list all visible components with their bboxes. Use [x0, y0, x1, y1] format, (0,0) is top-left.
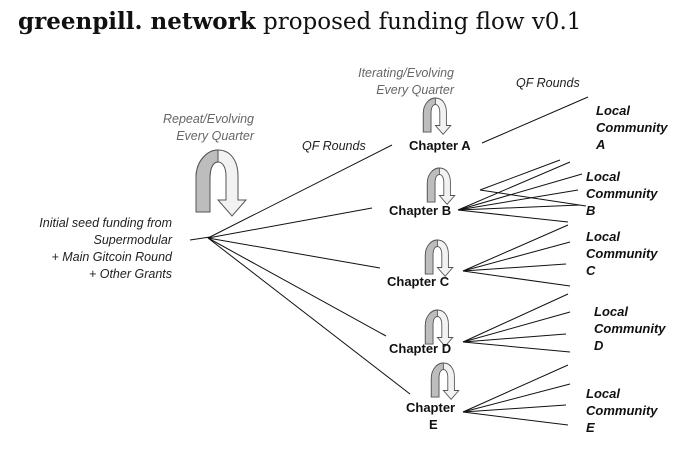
- qf-rounds-left-label: QF Rounds: [302, 139, 366, 153]
- source-stub-line: [189, 236, 211, 241]
- chapter-b-line-2: [457, 173, 583, 211]
- chapter-e-line-2: [462, 383, 571, 413]
- title-rest: proposed funding flow v0.1: [255, 9, 582, 35]
- local-b-line-2: Community: [586, 186, 658, 201]
- line-to-chapter-a: [207, 144, 393, 239]
- source-line-3: + Main Gitcoin Round: [51, 250, 173, 264]
- source-line-1: Initial seed funding from: [39, 216, 172, 230]
- local-e-line-3: E: [586, 420, 595, 435]
- chapter-c-label: Chapter C: [387, 274, 450, 289]
- local-community-a: Local Community A: [595, 103, 668, 152]
- chapter-d-line-3: [462, 333, 567, 343]
- chapter-e-line-3: [462, 404, 567, 413]
- local-c-line-2: Community: [586, 246, 658, 261]
- chapter-b-line-4: [457, 204, 581, 211]
- chapter-c-fanout: [462, 224, 571, 287]
- chapter-b-line-3: [457, 189, 579, 211]
- chapter-labels: Chapter A Chapter B Chapter C Chapter D …: [387, 138, 471, 432]
- chapter-a-line-1: [481, 96, 589, 144]
- chapter-b-line-5: [457, 209, 569, 223]
- local-d-line-2: Community: [594, 321, 666, 336]
- local-a-line-1: Local: [596, 103, 630, 118]
- source-line-4: + Other Grants: [89, 267, 172, 281]
- chapter-d-line-4: [462, 341, 571, 353]
- chapter-b-line-6: [479, 159, 561, 191]
- chapter-a-fanout: [481, 96, 589, 144]
- chapter-a-cycle-icon: [422, 97, 452, 135]
- title-brand: greenpill. network: [18, 8, 256, 35]
- chapter-b-fanout: [457, 159, 587, 223]
- local-e-line-2: Community: [586, 403, 658, 418]
- chapter-c-cycle-icon: [424, 239, 454, 277]
- chapter-d-line-1: [462, 293, 569, 343]
- iterating-note-line-1: Iterating/Evolving: [358, 66, 454, 80]
- iterating-note: Iterating/Evolving Every Quarter: [358, 66, 455, 97]
- qf-rounds-right-label: QF Rounds: [516, 76, 580, 90]
- iterating-note-line-2: Every Quarter: [376, 83, 455, 97]
- chapter-c-line-1: [462, 224, 569, 272]
- chapter-d-cycle-icon: [424, 309, 454, 347]
- chapter-e-line-1: [462, 364, 569, 413]
- local-c-line-1: Local: [586, 229, 620, 244]
- chapter-b-label: Chapter B: [389, 203, 451, 218]
- chapter-e-label-line-1: Chapter: [406, 400, 455, 415]
- source-connectors: [189, 144, 411, 395]
- local-a-line-3: A: [595, 137, 605, 152]
- repeat-cycle-icon: [195, 149, 248, 217]
- chapter-e-fanout: [462, 364, 571, 426]
- line-to-chapter-e: [207, 237, 411, 395]
- repeat-note-line-1: Repeat/Evolving: [163, 112, 254, 126]
- line-to-chapter-c: [207, 237, 381, 269]
- repeat-note: Repeat/Evolving Every Quarter: [163, 112, 255, 143]
- local-d-line-1: Local: [594, 304, 628, 319]
- chapter-b-line-7: [479, 189, 587, 207]
- diagram-title: greenpill. network proposed funding flow…: [18, 8, 581, 35]
- local-c-line-3: C: [586, 263, 596, 278]
- local-e-line-1: Local: [586, 386, 620, 401]
- chapter-e-label-line-2: E: [429, 417, 438, 432]
- chapter-e-cycle-icon: [430, 362, 460, 400]
- chapter-e-line-4: [462, 411, 569, 426]
- chapter-d-label: Chapter D: [389, 341, 451, 356]
- chapter-d-line-2: [462, 311, 571, 343]
- chapter-b-cycle-icon: [426, 167, 456, 205]
- chapter-c-line-3: [462, 263, 567, 272]
- chapter-c-line-4: [462, 270, 571, 287]
- local-community-e: Local Community E: [586, 386, 658, 435]
- chapter-b-line-1: [457, 161, 571, 211]
- source-node: Initial seed funding from Supermodular +…: [39, 216, 173, 281]
- chapter-a-label: Chapter A: [409, 138, 471, 153]
- local-a-line-2: Community: [596, 120, 668, 135]
- source-line-2: Supermodular: [93, 233, 172, 247]
- line-to-chapter-b: [207, 207, 373, 239]
- local-d-line-3: D: [594, 338, 604, 353]
- repeat-note-line-2: Every Quarter: [176, 129, 255, 143]
- local-community-d: Local Community D: [594, 304, 666, 353]
- local-community-b: Local Community B: [586, 169, 658, 218]
- chapter-c-line-2: [462, 241, 571, 272]
- chapter-d-fanout: [462, 293, 571, 353]
- line-to-chapter-d: [207, 237, 387, 337]
- local-b-line-1: Local: [586, 169, 620, 184]
- local-community-c: Local Community C: [586, 229, 658, 278]
- local-b-line-3: B: [586, 203, 595, 218]
